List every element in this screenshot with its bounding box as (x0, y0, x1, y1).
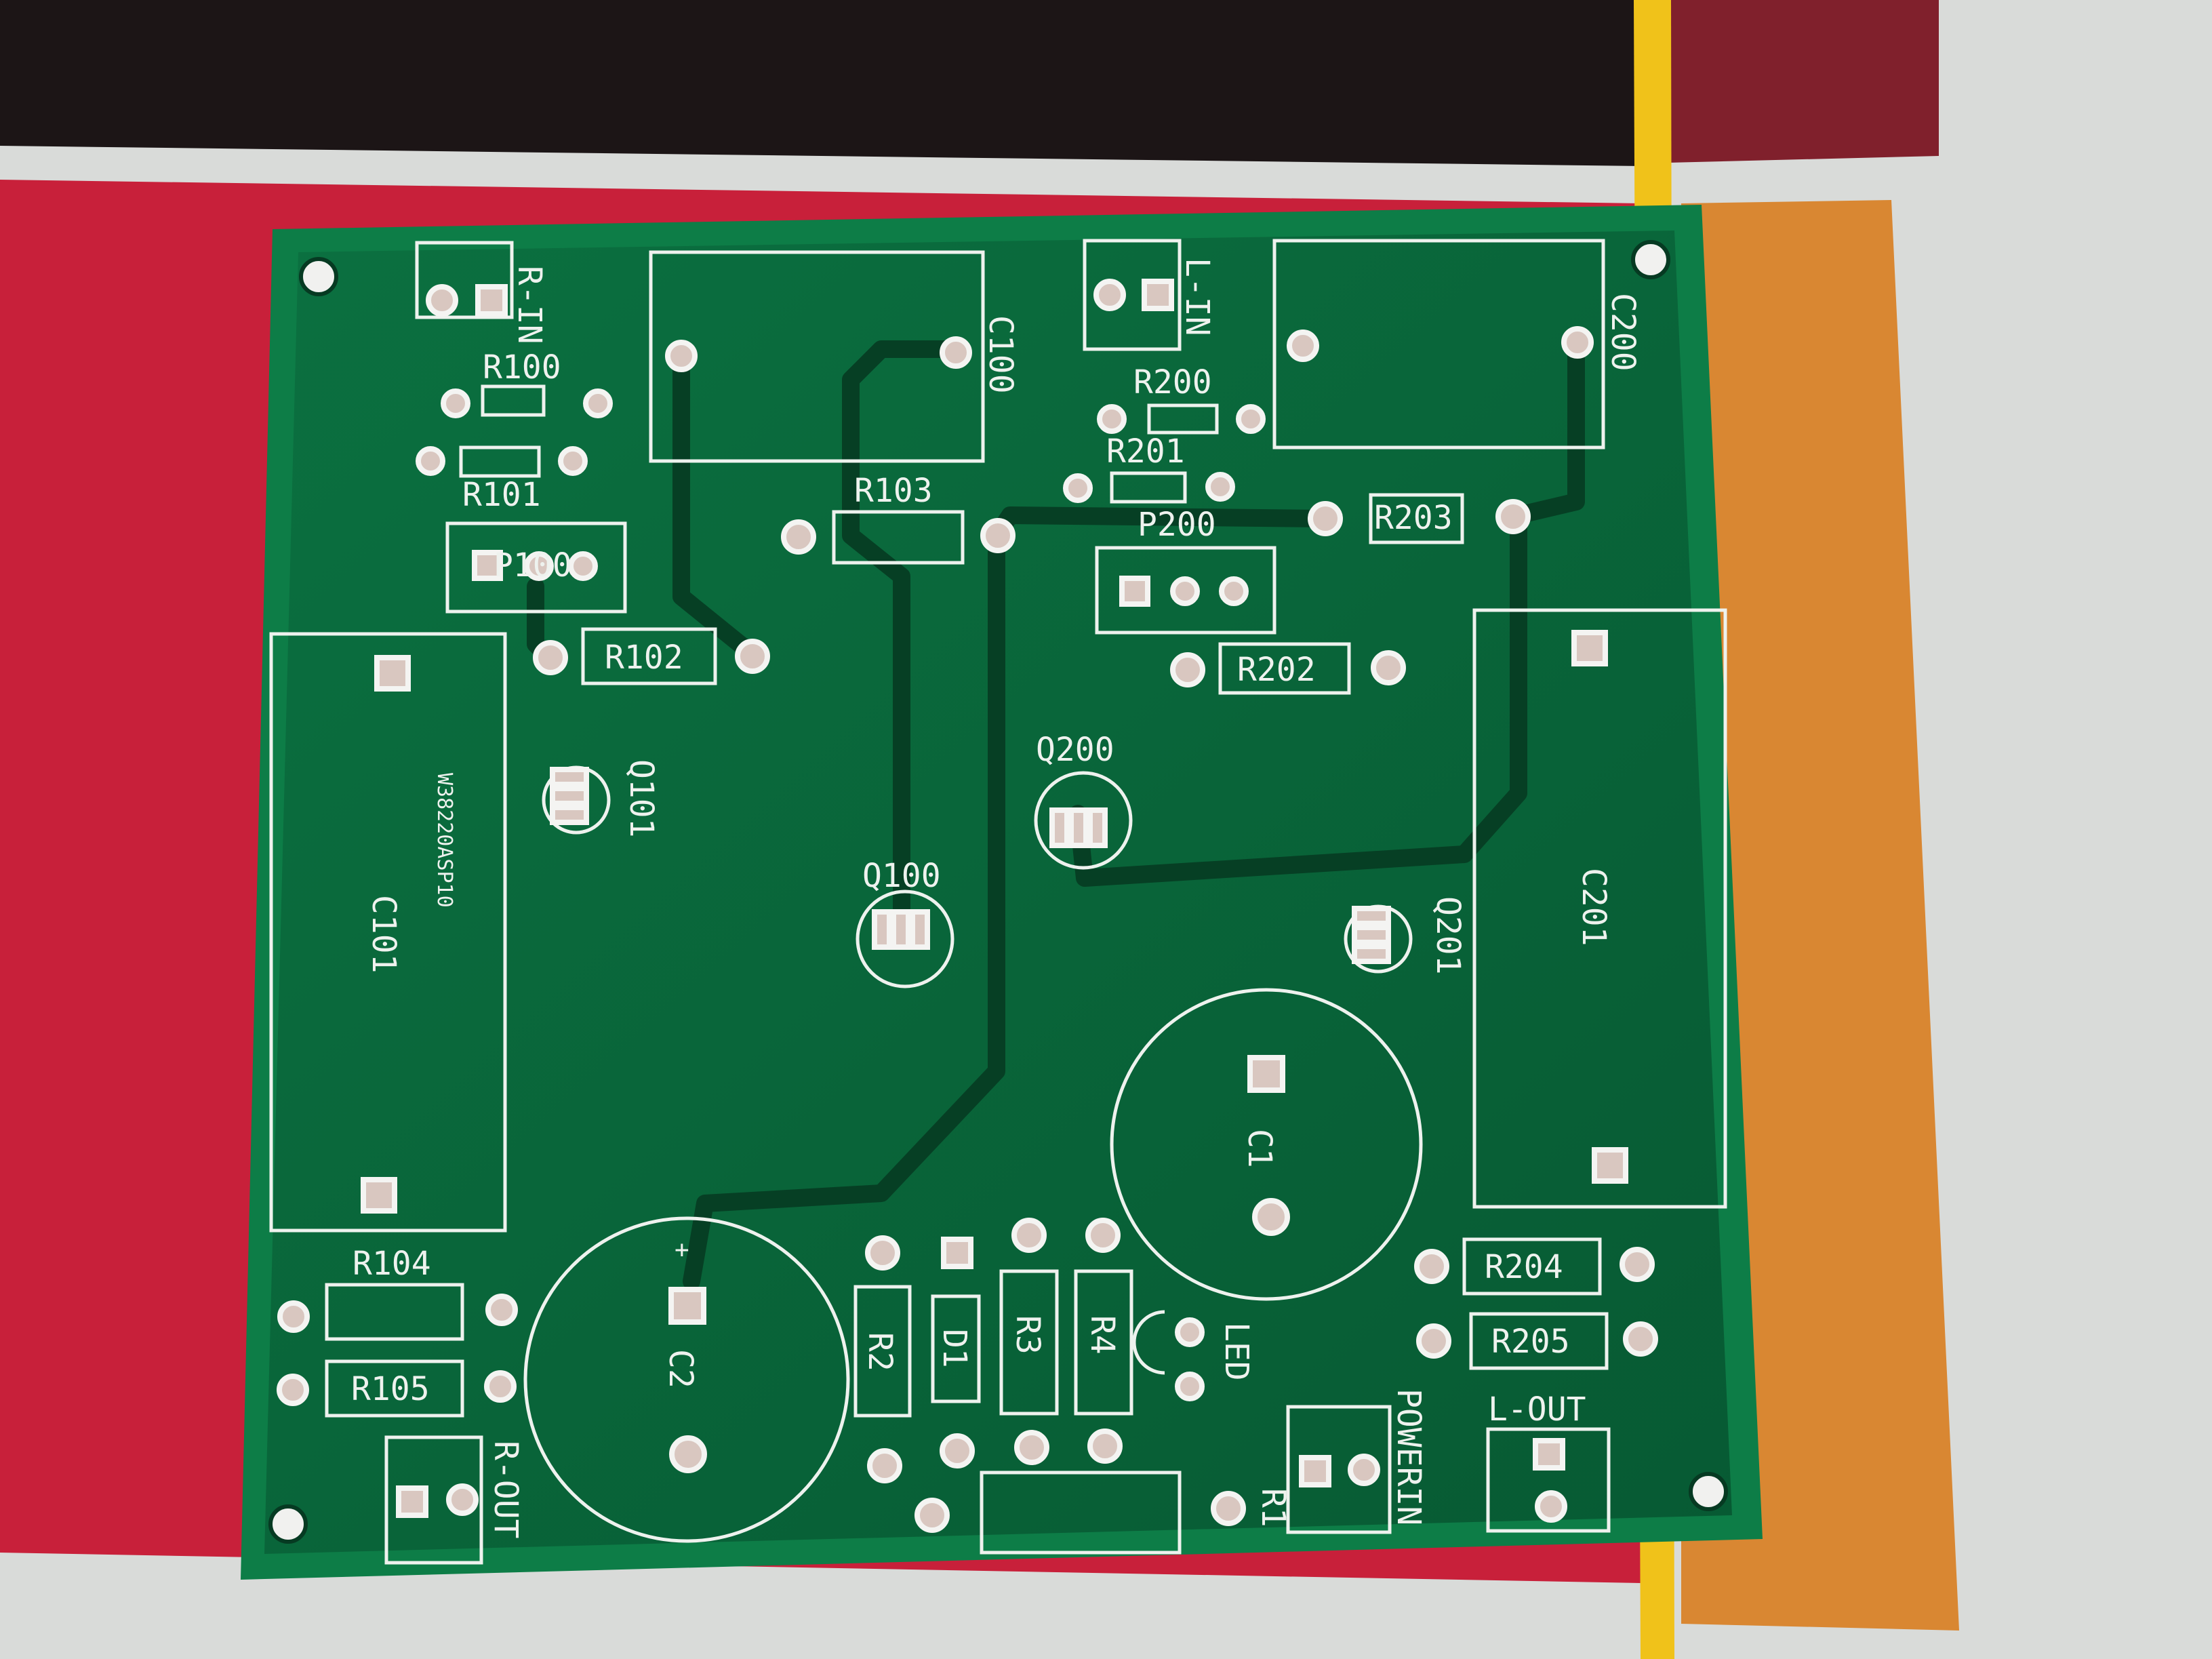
mounting-hole (1631, 240, 1670, 279)
label-r205: R205 (1491, 1323, 1570, 1361)
label-plus: + (675, 1236, 689, 1264)
silkscreen (269, 239, 1727, 1565)
label-r202: R202 (1237, 651, 1316, 689)
copper-traces (527, 334, 1585, 1290)
label-r103: R103 (854, 472, 933, 510)
label-r104: R104 (353, 1245, 431, 1283)
circuit-board: R-IN L-IN C100 C200 R100 R101 R102 R103 … (241, 205, 1763, 1580)
label-led: LED (1218, 1322, 1255, 1381)
label-r204: R204 (1485, 1248, 1563, 1286)
label-c201: C201 (1575, 868, 1613, 946)
label-p100: P100 (494, 546, 572, 584)
label-r1: R1 (1254, 1488, 1292, 1527)
label-p200: P200 (1138, 506, 1216, 544)
label-r101: R101 (462, 476, 541, 514)
label-part-code: W38220ASP10 (433, 773, 456, 908)
label-r102: R102 (605, 639, 683, 677)
label-q200: Q200 (1036, 731, 1114, 769)
label-q101: Q101 (622, 759, 660, 838)
mounting-hole (299, 257, 338, 296)
label-r203: R203 (1374, 499, 1453, 537)
label-r2: R2 (861, 1332, 899, 1372)
dark-band (0, 0, 1641, 166)
pads (277, 279, 1658, 1533)
label-powerin: POWERIN (1390, 1388, 1428, 1525)
label-r201: R201 (1106, 433, 1185, 471)
silkscreen-labels: R-IN L-IN C100 C200 R100 R101 R102 R103 … (351, 258, 1642, 1539)
orange-panel (1681, 200, 1959, 1631)
maroon-block (1668, 0, 1939, 163)
label-c100: C100 (982, 315, 1020, 394)
mounting-hole (268, 1504, 308, 1544)
label-q100: Q100 (862, 857, 941, 895)
label-r100: R100 (483, 348, 561, 386)
label-c200: C200 (1604, 293, 1642, 372)
label-d1: D1 (936, 1329, 973, 1368)
mounting-hole (1689, 1472, 1728, 1511)
label-r-out: R-OUT (487, 1441, 525, 1539)
label-r3: R3 (1009, 1315, 1047, 1355)
label-r200: R200 (1133, 363, 1212, 401)
label-q201: Q201 (1429, 896, 1467, 975)
label-l-out: L-OUT (1488, 1391, 1586, 1428)
label-l-in: L-IN (1178, 258, 1216, 336)
label-r105: R105 (351, 1370, 430, 1408)
label-c1: C1 (1241, 1129, 1279, 1168)
label-r4: R4 (1083, 1315, 1121, 1355)
label-c2: C2 (662, 1349, 700, 1388)
label-c101: C101 (365, 895, 403, 974)
label-r-in: R-IN (510, 266, 548, 344)
